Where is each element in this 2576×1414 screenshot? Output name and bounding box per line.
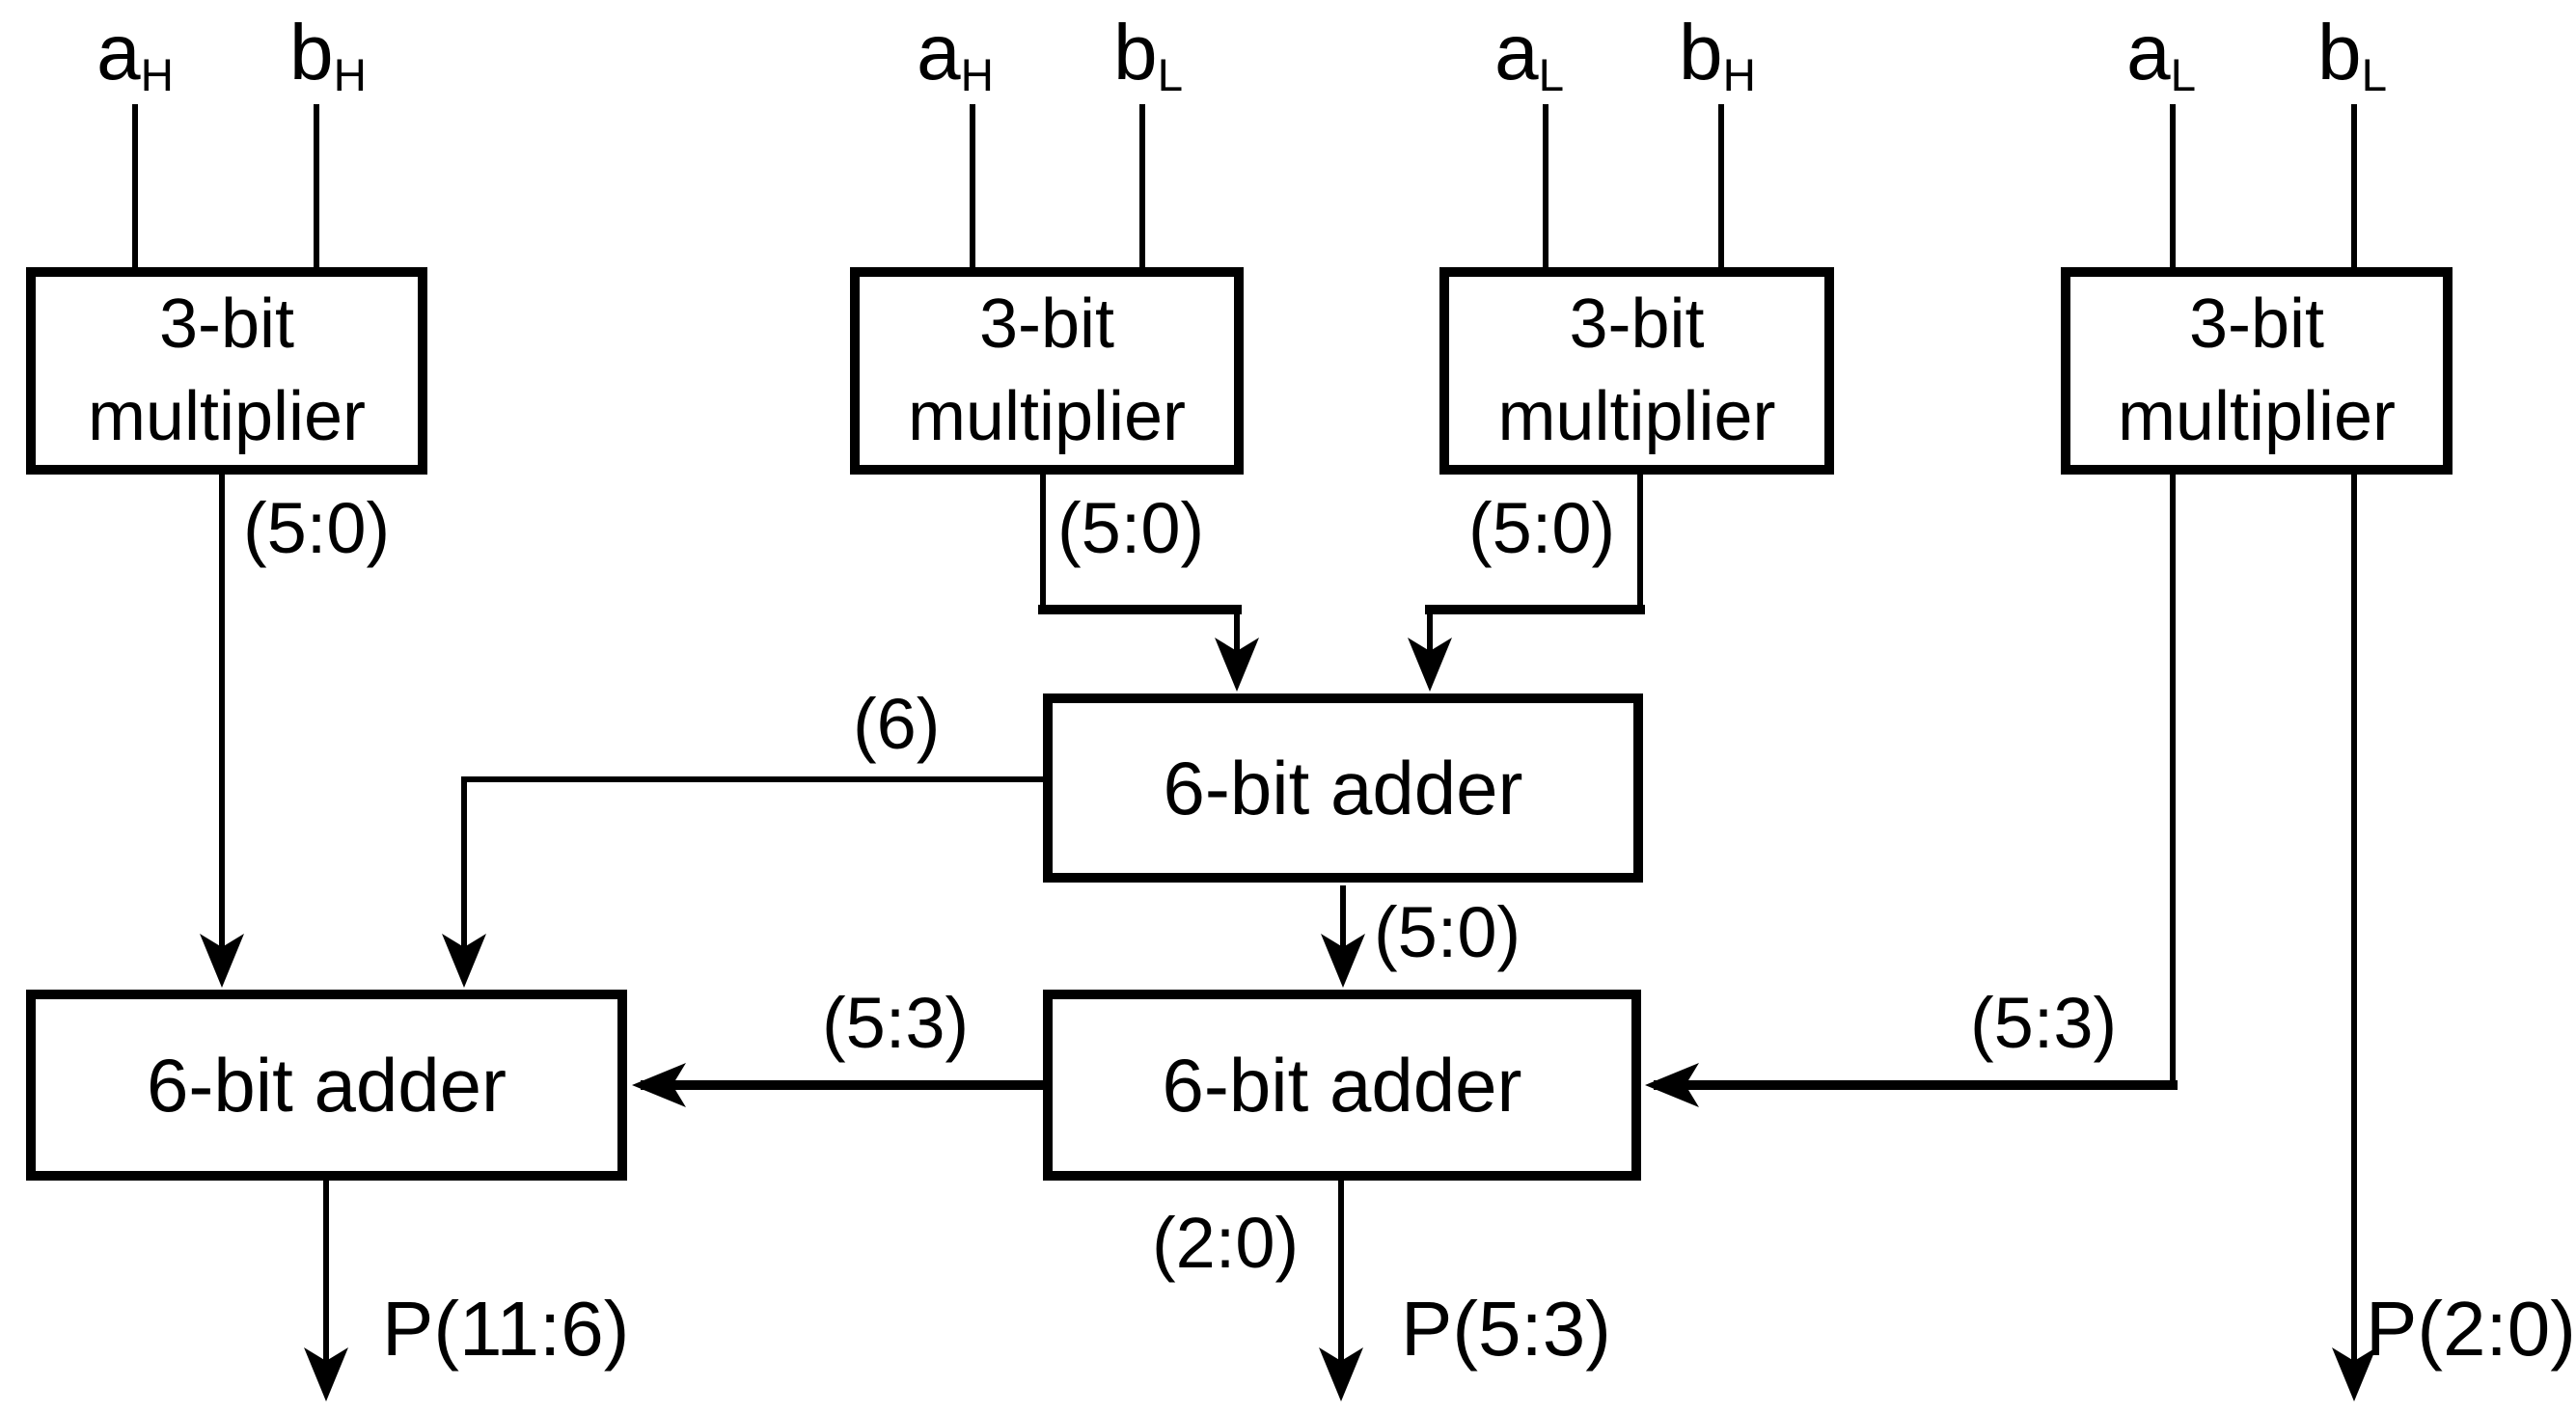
input-label-m3-b: bH bbox=[1679, 9, 1756, 101]
input-label-m4-b: bL bbox=[2316, 9, 2388, 101]
bus-label-middle-adder-carry: (5:3) bbox=[822, 983, 970, 1063]
arrowhead-middle-to-left-adder bbox=[632, 1063, 686, 1107]
input-label-m3-a: aL bbox=[1494, 9, 1565, 101]
bus-label-middle-adder-sum: (2:0) bbox=[1152, 1203, 1300, 1283]
subscript: H bbox=[333, 49, 367, 101]
multiplier-box-1: 3-bit multiplier bbox=[26, 267, 427, 475]
multiplier-3-label-line1: 3-bit bbox=[1569, 286, 1705, 364]
subscript: H bbox=[140, 49, 174, 101]
bus-label-m3-output: (5:0) bbox=[1468, 488, 1616, 568]
product-label-p11-6: P(11:6) bbox=[382, 1286, 630, 1372]
input-label-m1-b: bH bbox=[289, 9, 367, 101]
arrowhead-carry-to-left-adder bbox=[442, 934, 486, 988]
input-label-m1-a: aH bbox=[96, 9, 174, 101]
multiplier-4-label-line1: 3-bit bbox=[2188, 286, 2325, 364]
bus-label-m2-output: (5:0) bbox=[1057, 488, 1205, 568]
arrowhead-m1-to-left-adder bbox=[200, 934, 244, 988]
arrowhead-sum-to-middle-adder bbox=[1321, 934, 1365, 988]
product-label-p5-3: P(5:3) bbox=[1401, 1286, 1611, 1372]
product-label-p2-0: P(2:0) bbox=[2366, 1286, 2576, 1372]
multiplier-box-4: 3-bit multiplier bbox=[2061, 267, 2453, 475]
subscript: L bbox=[2361, 49, 2388, 101]
adder-box-bottom-left: 6-bit adder bbox=[26, 990, 627, 1181]
adder-bottom-middle-label: 6-bit adder bbox=[1162, 1042, 1522, 1128]
multiplier-1-label-line1: 3-bit bbox=[158, 286, 295, 364]
bus-label-top-adder-sum: (5:0) bbox=[1374, 892, 1521, 972]
wire-top-adder-carry bbox=[461, 776, 1043, 978]
multiplier-2-label-line1: 3-bit bbox=[978, 286, 1115, 364]
subscript: L bbox=[1157, 49, 1184, 101]
input-label-m2-b: bL bbox=[1112, 9, 1184, 101]
arrowhead-p11-6 bbox=[304, 1347, 348, 1401]
subscript: L bbox=[2170, 49, 2197, 101]
subscript: L bbox=[1538, 49, 1565, 101]
adder-bottom-left-label: 6-bit adder bbox=[147, 1042, 507, 1128]
bus-label-top-adder-carry: (6) bbox=[853, 684, 941, 764]
adder-box-top: 6-bit adder bbox=[1043, 693, 1643, 883]
arrowhead-p5-3 bbox=[1319, 1347, 1363, 1401]
bus-label-m4-high-output: (5:3) bbox=[1970, 983, 2118, 1063]
multiplier-box-2: 3-bit multiplier bbox=[850, 267, 1244, 475]
arrowhead-m3-to-top-adder bbox=[1408, 638, 1452, 692]
multiplier-1-label-line2: multiplier bbox=[87, 377, 367, 455]
multiplier-2-label-line2: multiplier bbox=[907, 377, 1187, 455]
input-label-m4-a: aL bbox=[2125, 9, 2197, 101]
adder-top-label: 6-bit adder bbox=[1163, 745, 1523, 830]
arrowhead-m4-to-middle-adder bbox=[1645, 1063, 1699, 1107]
multiplier-4-label-line2: multiplier bbox=[2117, 377, 2397, 455]
subscript: H bbox=[1722, 49, 1756, 101]
subscript: H bbox=[960, 49, 994, 101]
multiplier-3-label-line2: multiplier bbox=[1497, 377, 1776, 455]
arrowhead-m2-to-top-adder bbox=[1215, 638, 1259, 692]
input-label-m2-a: aH bbox=[917, 9, 994, 101]
multiplier-box-3: 3-bit multiplier bbox=[1439, 267, 1834, 475]
bus-label-m1-output: (5:0) bbox=[243, 488, 391, 568]
arrowhead-p2-0 bbox=[2332, 1347, 2376, 1401]
adder-box-bottom-middle: 6-bit adder bbox=[1043, 990, 1641, 1181]
